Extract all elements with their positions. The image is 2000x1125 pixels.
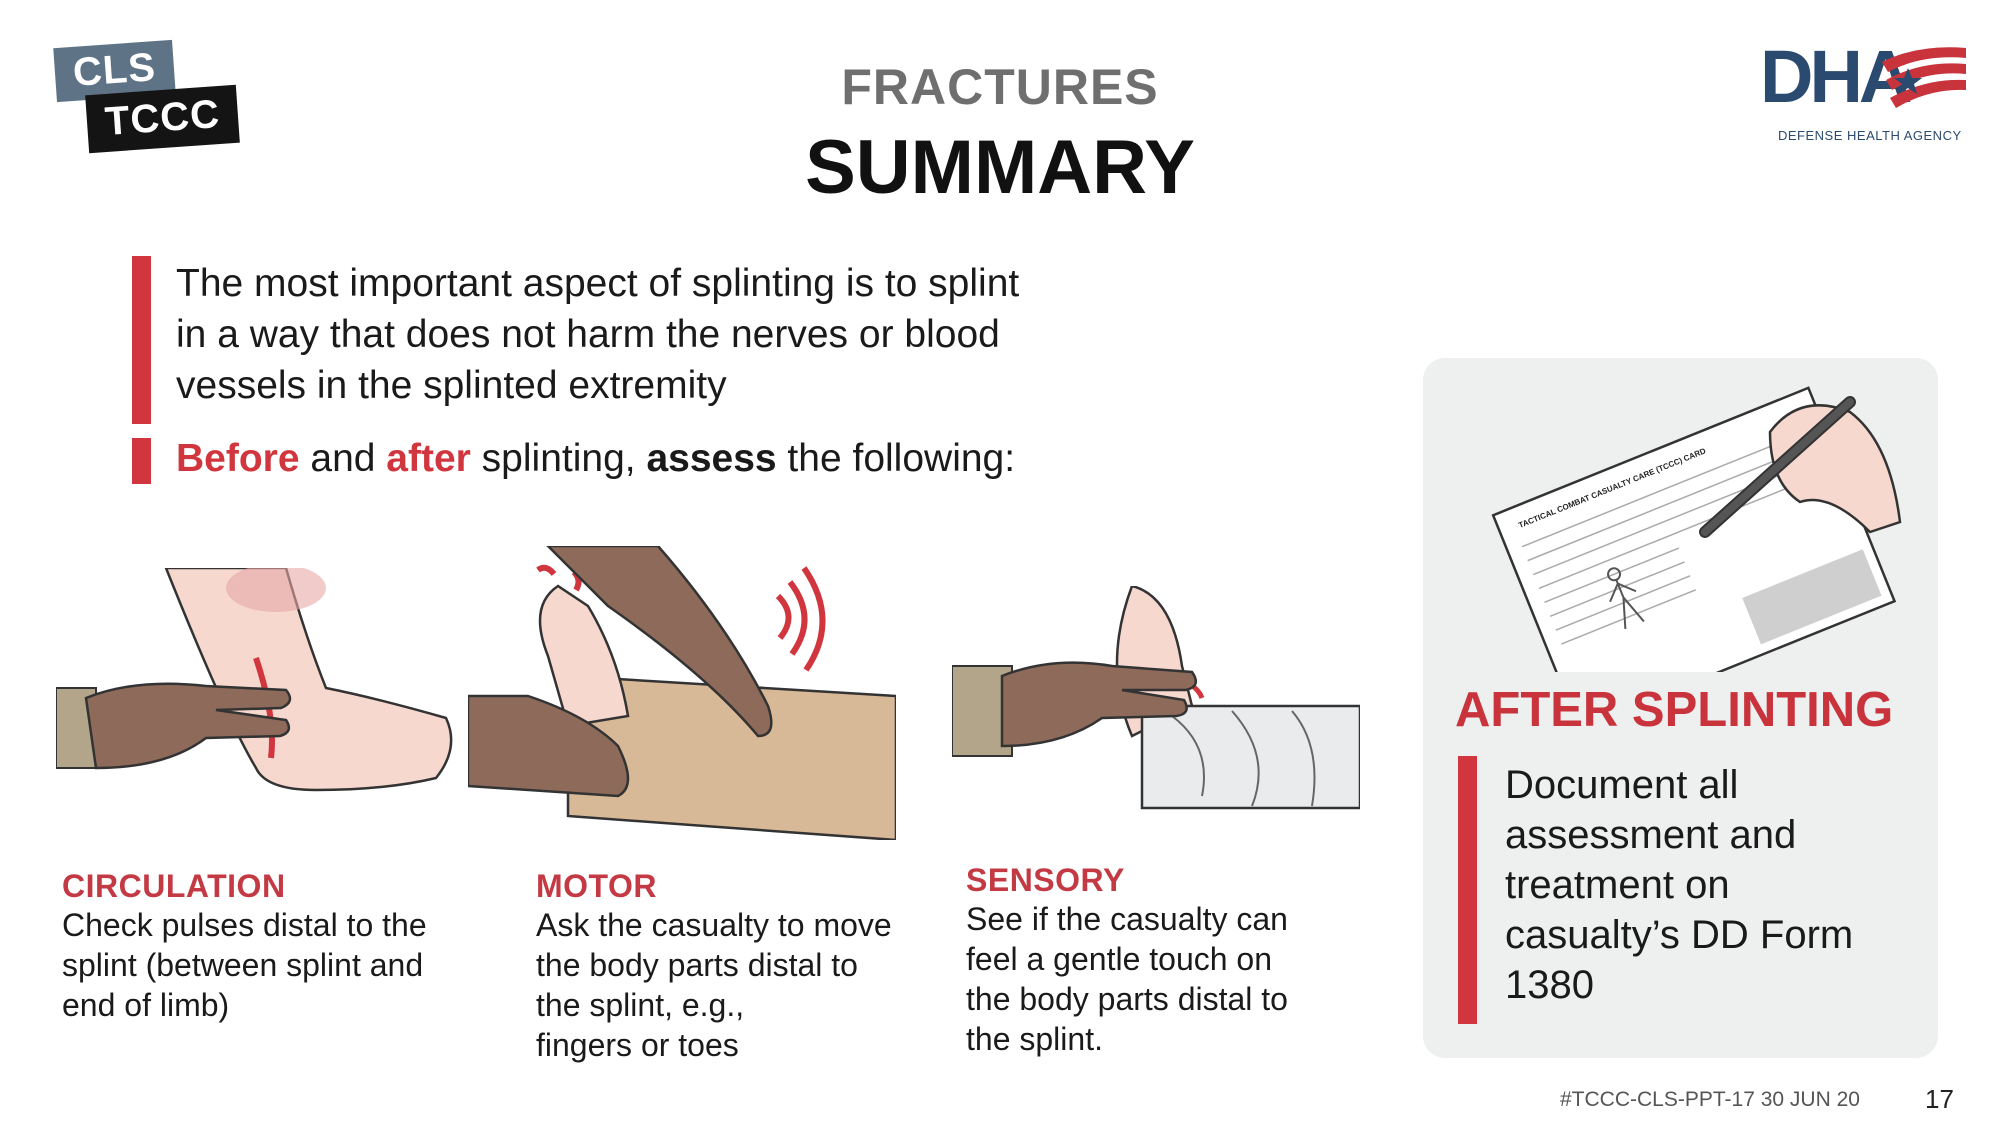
footer-reference: #TCCC-CLS-PPT-17 30 JUN 20 bbox=[1560, 1088, 1860, 1111]
assess-rest: the following: bbox=[776, 437, 1016, 480]
card-line-4: casualty’s DD Form bbox=[1505, 913, 1854, 957]
sensory-text: See if the casualty can feel a gentle to… bbox=[966, 899, 1366, 1059]
after-splinting-text: Document all assessment and treatment on… bbox=[1505, 760, 1905, 1010]
dha-subtitle: DEFENSE HEALTH AGENCY bbox=[1778, 128, 1962, 143]
circulation-line-1: Check pulses distal to the bbox=[62, 907, 427, 943]
intro-line-3: vessels in the splinted extremity bbox=[176, 364, 727, 407]
sensory-column: SENSORY See if the casualty can feel a g… bbox=[966, 862, 1366, 1059]
before-word: Before bbox=[176, 437, 300, 480]
sensory-line-4: the splint. bbox=[966, 1021, 1103, 1057]
motor-line-4: fingers or toes bbox=[536, 1027, 739, 1063]
intro-paragraph: The most important aspect of splinting i… bbox=[176, 258, 1136, 411]
circulation-heading: CIRCULATION bbox=[62, 868, 286, 904]
flag-stripes-icon bbox=[1882, 47, 1966, 108]
casualty-card-illustration: TACTICAL COMBAT CASUALTY CARE (TCCC) CAR… bbox=[1491, 386, 1902, 672]
card-line-2: assessment and bbox=[1505, 813, 1797, 857]
assess-sentence: Before and after splinting, assess the f… bbox=[176, 433, 1136, 484]
motor-illustration bbox=[468, 546, 896, 840]
motor-line-3: the splint, e.g., bbox=[536, 987, 745, 1023]
sensory-illustration bbox=[952, 586, 1360, 810]
and-word: and bbox=[299, 437, 387, 480]
circulation-line-2: splint (between splint and bbox=[62, 947, 424, 983]
motor-text: Ask the casualty to move the body parts … bbox=[536, 905, 936, 1065]
intro-line-1: The most important aspect of splinting i… bbox=[176, 262, 1020, 305]
sensory-line-3: the body parts distal to bbox=[966, 981, 1288, 1017]
intro-line-2: in a way that does not harm the nerves o… bbox=[176, 313, 1000, 356]
dha-logo: DHA DEFENSE HEALTH AGENCY bbox=[1760, 40, 1970, 150]
intro-accent-bar bbox=[132, 256, 151, 424]
card-line-3: treatment on bbox=[1505, 863, 1730, 907]
topic-title: FRACTURES bbox=[841, 59, 1159, 115]
page-title: SUMMARY bbox=[805, 125, 1195, 210]
after-word: after bbox=[386, 437, 471, 480]
after-splinting-heading: AFTER SPLINTING bbox=[1455, 683, 1894, 737]
sensory-line-1: See if the casualty can bbox=[966, 901, 1288, 937]
dha-logo-text: DHA bbox=[1760, 35, 1912, 118]
circulation-column: CIRCULATION Check pulses distal to the s… bbox=[62, 868, 462, 1025]
circulation-illustration bbox=[56, 568, 453, 792]
card-accent-bar bbox=[1458, 756, 1477, 1024]
motor-line-2: the body parts distal to bbox=[536, 947, 858, 983]
sensory-line-2: feel a gentle touch on bbox=[966, 941, 1273, 977]
card-line-5: 1380 bbox=[1505, 963, 1594, 1007]
splinting-word: splinting, bbox=[470, 437, 647, 480]
circulation-line-3: end of limb) bbox=[62, 987, 230, 1023]
motor-column: MOTOR Ask the casualty to move the body … bbox=[536, 868, 936, 1065]
circulation-text: Check pulses distal to the splint (betwe… bbox=[62, 905, 462, 1025]
motor-heading: MOTOR bbox=[536, 868, 658, 904]
sensory-heading: SENSORY bbox=[966, 862, 1125, 898]
assess-accent-bar bbox=[132, 438, 151, 484]
page-number: 17 bbox=[1925, 1084, 1954, 1114]
motor-line-1: Ask the casualty to move bbox=[536, 907, 892, 943]
assess-word: assess bbox=[646, 437, 777, 480]
card-line-1: Document all bbox=[1505, 763, 1739, 807]
